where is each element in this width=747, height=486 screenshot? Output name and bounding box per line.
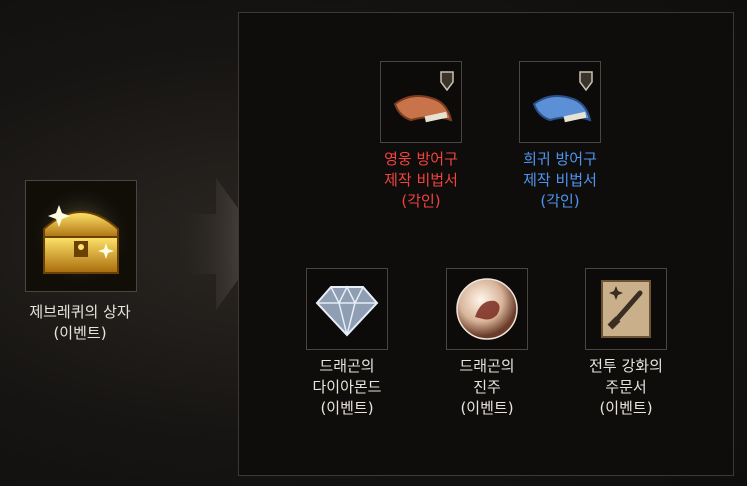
- dragon-diamond-icon: [306, 268, 388, 350]
- reward-item-dragon-pearl[interactable]: 드래곤의 진주 (이벤트): [422, 268, 552, 419]
- reward-item-label: 희귀 방어구 제작 비법서 (각인): [523, 150, 597, 210]
- hero-armor-scroll-icon: [380, 61, 462, 143]
- reward-item-label: 드래곤의 다이아몬드 (이벤트): [312, 357, 382, 417]
- shield-icon: [579, 71, 593, 92]
- reward-item-rare-armor-scroll[interactable]: 희귀 방어구 제작 비법서 (각인): [495, 61, 625, 212]
- reward-item-dragon-diamond[interactable]: 드래곤의 다이아몬드 (이벤트): [282, 268, 412, 419]
- rare-armor-scroll-icon: [519, 61, 601, 143]
- golden-treasure-chest-icon: [25, 180, 137, 292]
- reward-item-label: 전투 강화의 주문서 (이벤트): [589, 357, 663, 417]
- reward-item-hero-armor-scroll[interactable]: 영웅 방어구 제작 비법서 (각인): [356, 61, 486, 212]
- combat-enhance-scroll-icon: [585, 268, 667, 350]
- reward-item-label: 드래곤의 진주 (이벤트): [459, 357, 515, 417]
- shield-icon: [440, 71, 454, 92]
- reward-panel: 영웅 방어구 제작 비법서 (각인) 희귀 방어구 제작 비법서 (각인) 드래…: [238, 12, 734, 476]
- reward-item-combat-enhance-scroll[interactable]: 전투 강화의 주문서 (이벤트): [561, 268, 691, 419]
- source-item-label: 제브레퀴의 상자 (이벤트): [29, 303, 131, 342]
- source-item[interactable]: 제브레퀴의 상자 (이벤트): [25, 180, 137, 344]
- dragon-pearl-icon: [446, 268, 528, 350]
- reward-item-label: 영웅 방어구 제작 비법서 (각인): [384, 150, 458, 210]
